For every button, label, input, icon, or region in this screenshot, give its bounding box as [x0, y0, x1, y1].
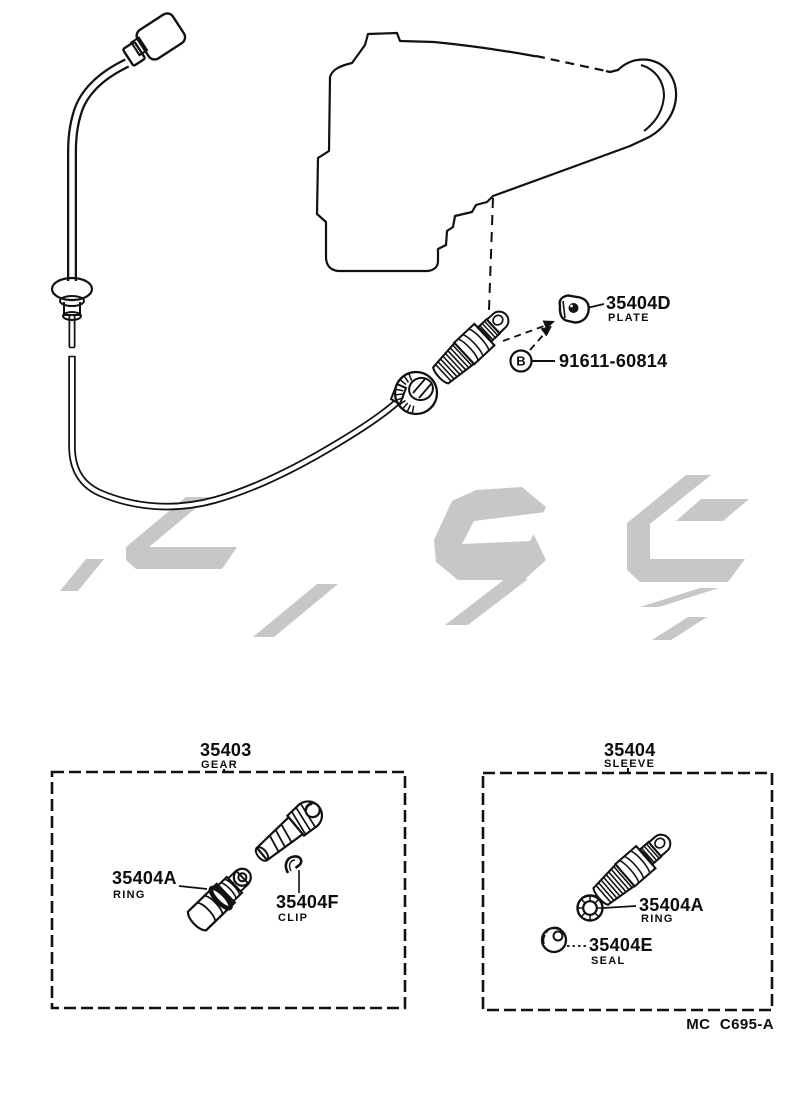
sleeve-box-label: SLEEVE [604, 758, 655, 770]
sleeve-seal-label: SEAL [591, 955, 626, 967]
plate-part [558, 294, 590, 324]
speedometer-cable [67, 58, 399, 511]
seal-part [540, 926, 568, 954]
transmission-housing [315, 31, 678, 273]
sleeve-seal-number: 35404E [589, 935, 653, 955]
gear-clip-number: 35404F [276, 892, 339, 912]
bolt-marker-circle [509, 349, 533, 373]
gear-ring-leader-line [178, 885, 208, 890]
mount-dashed-line [488, 197, 494, 311]
bolt-marker: B [509, 349, 555, 373]
assembly-arrows [502, 320, 555, 351]
driven-gear-part [186, 867, 252, 932]
cable-upper-connector [122, 12, 187, 67]
gear-ring-label: RING [113, 889, 146, 901]
sleeve-kit-box: 35404 SLEEVE 35404A RING 35404E SEAL [481, 740, 774, 1012]
drawing-code: MC C695-A [686, 1016, 774, 1033]
sleeve-ring-leader-line [602, 905, 637, 909]
bolt-marker-letter: B [516, 354, 525, 369]
gear-clip-label: CLIP [278, 912, 308, 924]
sleeve-ring-label: RING [641, 913, 674, 925]
cable-grommet [50, 276, 94, 321]
watermark-logo [60, 475, 749, 640]
cable-knurled-nut [389, 370, 439, 416]
plate-part-label: PLATE [608, 312, 650, 324]
plate-part-number: 35404D [606, 293, 671, 313]
gear-ring-number: 35404A [112, 868, 177, 888]
clip-part [284, 855, 303, 874]
oring-part [576, 894, 604, 922]
gear-shaft-part [254, 800, 324, 862]
gear-kit-box: 35403 GEAR 354 [50, 740, 407, 1010]
sleeve-assembly-main [427, 302, 517, 389]
gear-box-label: GEAR [201, 759, 238, 771]
sleeve-ring-number: 35404A [639, 895, 704, 915]
bolt-part-number: 91611-60814 [559, 351, 667, 371]
sleeve-box-number: 35404 [604, 740, 656, 760]
gear-box-number: 35403 [200, 740, 252, 760]
plate-leader-line [588, 303, 605, 309]
